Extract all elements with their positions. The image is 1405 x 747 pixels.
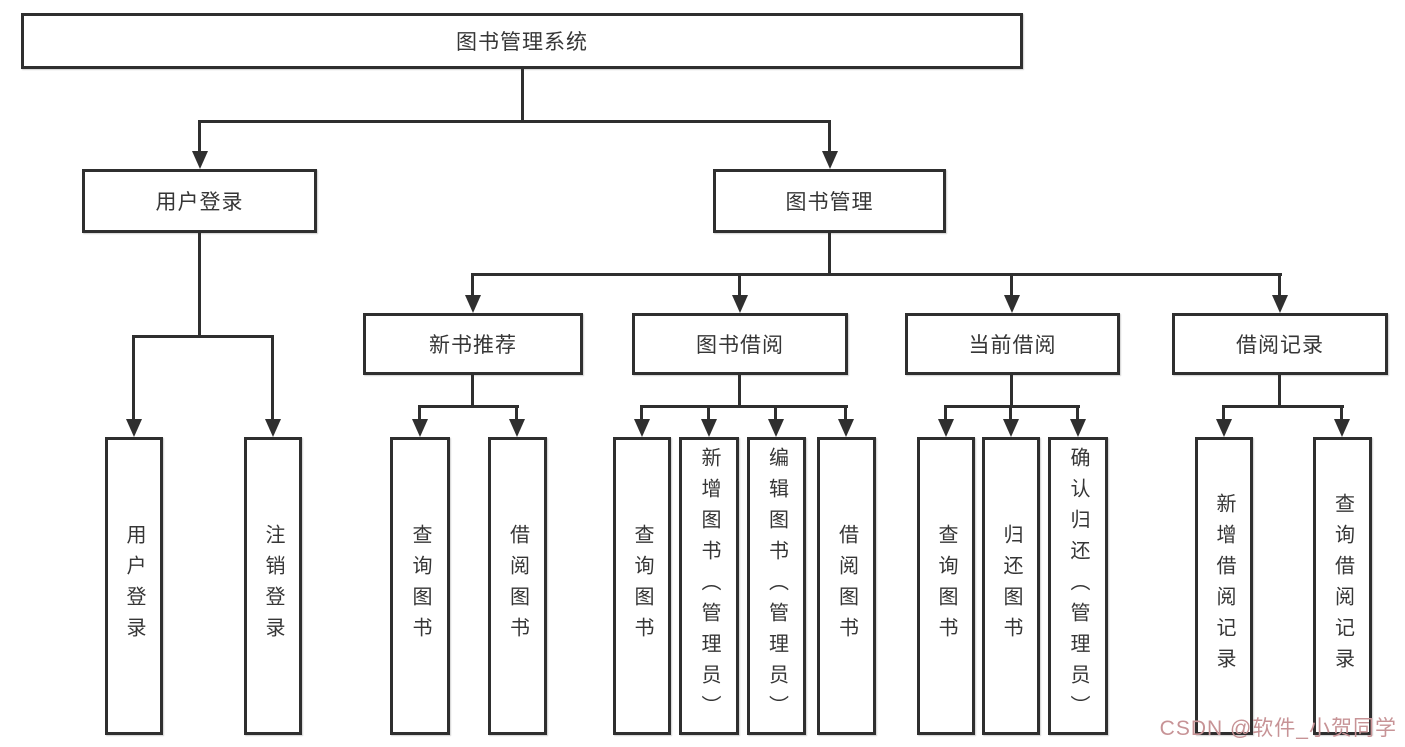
node-book-borrow-label: 图书借阅 bbox=[696, 334, 784, 357]
connector-drop-nb-query bbox=[418, 405, 421, 421]
connector-drop-new-book bbox=[471, 273, 474, 297]
connector-drop-leaf-user-login bbox=[132, 335, 135, 421]
leaf-query-borrow-record-label: 查询借阅记录 bbox=[1331, 493, 1354, 679]
connector-book-borrow-bar bbox=[640, 405, 848, 408]
node-book-management-label: 图书管理 bbox=[785, 191, 874, 214]
connector-book-mgmt-bar bbox=[471, 273, 1282, 276]
arrowhead-nb-borrow bbox=[509, 419, 525, 437]
connector-drop-book-borrow bbox=[738, 273, 741, 297]
connector-drop-bb-add bbox=[707, 405, 710, 421]
connector-drop-br-query bbox=[1340, 405, 1343, 421]
connector-new-book-stem bbox=[471, 375, 474, 405]
connector-user-login-bar bbox=[132, 335, 274, 338]
node-current-borrow: 当前借阅 bbox=[905, 313, 1120, 375]
leaf-add-book-admin: 新增图书（管理员） bbox=[679, 437, 739, 735]
node-borrow-records-label: 借阅记录 bbox=[1236, 334, 1324, 357]
leaf-user-login-label: 用户登录 bbox=[123, 524, 145, 648]
leaf-query-books-current: 查询图书 bbox=[917, 437, 975, 735]
connector-root-bar bbox=[198, 120, 831, 123]
connector-new-book-bar bbox=[418, 405, 519, 408]
arrowhead-leaf-user-login bbox=[126, 419, 142, 437]
leaf-borrow-books-label: 借阅图书 bbox=[835, 524, 858, 648]
node-book-management: 图书管理 bbox=[713, 169, 946, 233]
arrowhead-bb-edit bbox=[768, 419, 784, 437]
connector-root-stem bbox=[521, 69, 524, 120]
leaf-query-books-recommend-label: 查询图书 bbox=[409, 524, 431, 648]
leaf-return-books-label: 归还图书 bbox=[1000, 524, 1022, 648]
node-user-login-label: 用户登录 bbox=[155, 191, 244, 214]
leaf-return-books: 归还图书 bbox=[982, 437, 1040, 735]
arrowhead-nb-query bbox=[412, 419, 428, 437]
arrowhead-book-borrow bbox=[732, 295, 748, 313]
connector-drop-cb-return bbox=[1009, 405, 1012, 421]
connector-book-mgmt-stem bbox=[828, 233, 831, 273]
arrowhead-new-book bbox=[465, 295, 481, 313]
connector-drop-user-login bbox=[198, 120, 201, 152]
leaf-user-login: 用户登录 bbox=[105, 437, 163, 735]
connector-drop-nb-borrow bbox=[515, 405, 518, 421]
leaf-logout-label: 注销登录 bbox=[262, 524, 284, 648]
leaf-borrow-books-recommend-label: 借阅图书 bbox=[506, 524, 529, 648]
node-library-system: 图书管理系统 bbox=[21, 13, 1023, 69]
leaf-query-books-current-label: 查询图书 bbox=[935, 524, 957, 648]
connector-drop-bb-borrow bbox=[844, 405, 847, 421]
connector-book-borrow-stem bbox=[738, 375, 741, 405]
leaf-edit-book-admin-label: 编辑图书（管理员） bbox=[765, 446, 788, 726]
leaf-confirm-return-admin-label: 确认归还（管理员） bbox=[1067, 446, 1089, 726]
node-library-system-label: 图书管理系统 bbox=[456, 31, 588, 54]
connector-drop-cb-query bbox=[944, 405, 947, 421]
node-borrow-records: 借阅记录 bbox=[1172, 313, 1388, 375]
leaf-add-book-admin-label: 新增图书（管理员） bbox=[698, 446, 720, 726]
arrowhead-cb-return bbox=[1003, 419, 1019, 437]
connector-drop-cb-confirm bbox=[1076, 405, 1079, 421]
node-new-book-recommend: 新书推荐 bbox=[363, 313, 583, 375]
connector-drop-borrow-records bbox=[1278, 273, 1281, 297]
arrowhead-bb-add bbox=[701, 419, 717, 437]
leaf-query-books-recommend: 查询图书 bbox=[390, 437, 450, 735]
leaf-query-borrow-record: 查询借阅记录 bbox=[1313, 437, 1372, 735]
connector-borrow-records-stem bbox=[1278, 375, 1281, 405]
arrowhead-book-management bbox=[822, 151, 838, 169]
arrowhead-cb-query bbox=[938, 419, 954, 437]
leaf-add-borrow-record-label: 新增借阅记录 bbox=[1213, 493, 1235, 679]
leaf-borrow-books-recommend: 借阅图书 bbox=[488, 437, 547, 735]
connector-drop-current-borrow bbox=[1010, 273, 1013, 297]
leaf-logout: 注销登录 bbox=[244, 437, 302, 735]
leaf-edit-book-admin: 编辑图书（管理员） bbox=[747, 437, 806, 735]
connector-drop-bb-query bbox=[640, 405, 643, 421]
leaf-borrow-books: 借阅图书 bbox=[817, 437, 876, 735]
leaf-confirm-return-admin: 确认归还（管理员） bbox=[1048, 437, 1108, 735]
connector-drop-bb-edit bbox=[774, 405, 777, 421]
connector-drop-book-management bbox=[828, 120, 831, 152]
arrowhead-br-add bbox=[1216, 419, 1232, 437]
arrowhead-br-query bbox=[1334, 419, 1350, 437]
node-new-book-recommend-label: 新书推荐 bbox=[429, 334, 517, 357]
arrowhead-current-borrow bbox=[1004, 295, 1020, 313]
watermark: CSDN @软件_小贺同学 bbox=[1159, 717, 1397, 740]
arrowhead-bb-borrow bbox=[838, 419, 854, 437]
leaf-query-books-borrow: 查询图书 bbox=[613, 437, 671, 735]
arrowhead-cb-confirm bbox=[1070, 419, 1086, 437]
connector-drop-br-add bbox=[1222, 405, 1225, 421]
arrowhead-user-login bbox=[192, 151, 208, 169]
leaf-query-books-borrow-label: 查询图书 bbox=[631, 524, 653, 648]
arrowhead-borrow-records bbox=[1272, 295, 1288, 313]
connector-user-login-stem bbox=[198, 233, 201, 335]
connector-current-borrow-stem bbox=[1010, 375, 1013, 405]
connector-current-borrow-bar bbox=[944, 405, 1080, 408]
node-user-login: 用户登录 bbox=[82, 169, 317, 233]
arrowhead-leaf-logout bbox=[265, 419, 281, 437]
node-current-borrow-label: 当前借阅 bbox=[968, 334, 1057, 357]
connector-drop-leaf-logout bbox=[271, 335, 274, 421]
leaf-add-borrow-record: 新增借阅记录 bbox=[1195, 437, 1253, 735]
connector-borrow-records-bar bbox=[1222, 405, 1344, 408]
node-book-borrow: 图书借阅 bbox=[632, 313, 848, 375]
arrowhead-bb-query bbox=[634, 419, 650, 437]
